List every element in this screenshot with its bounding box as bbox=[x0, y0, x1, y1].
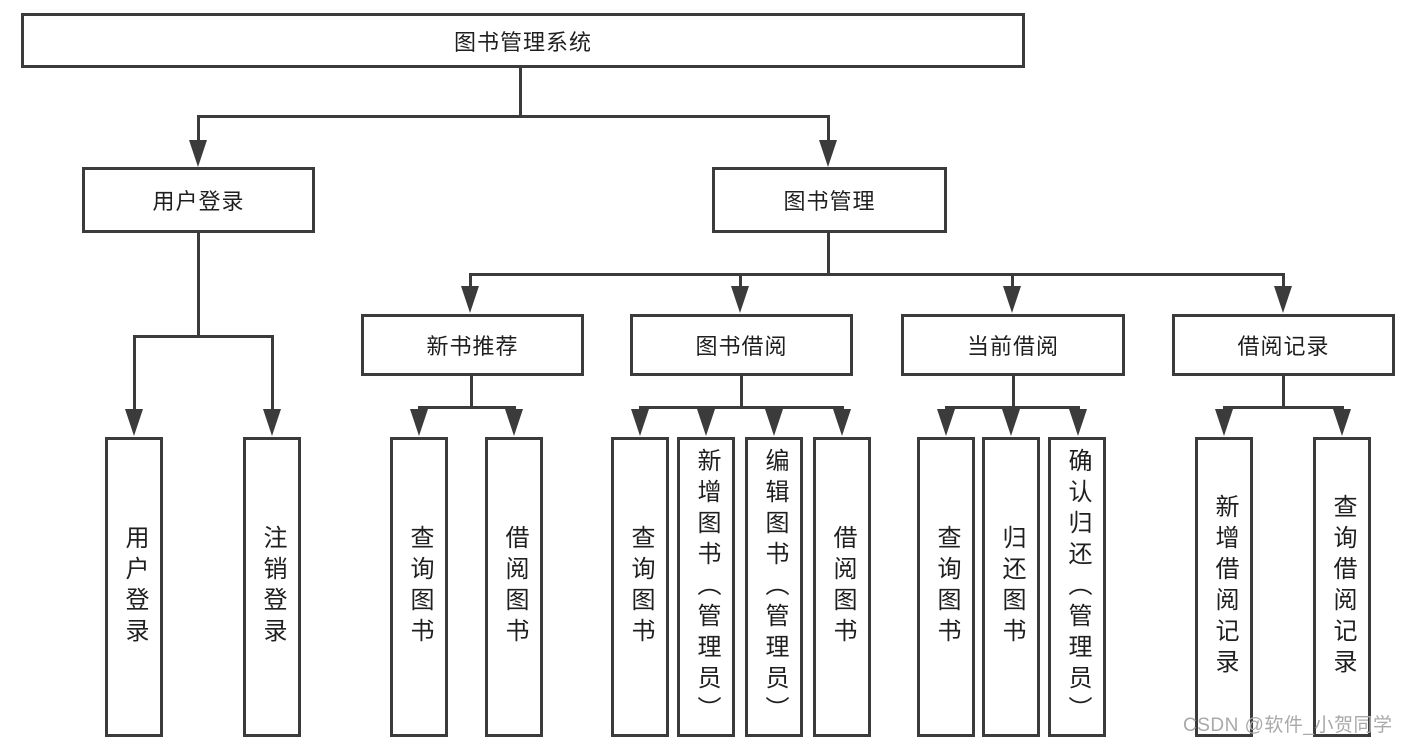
node-current-borrowing: 当前借阅 bbox=[901, 314, 1125, 376]
leaf-edit-books-admin: 编辑图书（管理员） bbox=[745, 437, 803, 737]
node-user-login: 用户登录 bbox=[82, 167, 315, 233]
connector-line bbox=[469, 273, 1285, 276]
leaf-add-borrow-record: 新增借阅记录 bbox=[1195, 437, 1253, 737]
connector-line bbox=[1223, 406, 1344, 409]
connector-line bbox=[197, 233, 200, 338]
connector-line bbox=[469, 273, 472, 289]
leaf-query-borrow-record: 查询借阅记录 bbox=[1313, 437, 1371, 737]
node-label: 借阅记录 bbox=[1237, 334, 1330, 359]
arrowhead-icon bbox=[819, 140, 837, 167]
node-label: 确认归还（管理员） bbox=[1064, 447, 1091, 727]
connector-line bbox=[1012, 376, 1015, 408]
arrowhead-icon bbox=[189, 140, 207, 167]
node-label: 当前借阅 bbox=[966, 334, 1059, 359]
connector-line bbox=[418, 406, 516, 409]
connector-line bbox=[197, 115, 200, 145]
connector-line bbox=[740, 376, 743, 408]
node-book-borrowing: 图书借阅 bbox=[630, 314, 853, 376]
csdn-watermark: CSDN @软件_小贺同学 bbox=[1183, 715, 1393, 736]
connector-line bbox=[1011, 273, 1014, 289]
connector-line bbox=[1282, 273, 1285, 289]
leaf-user-login: 用户登录 bbox=[105, 437, 163, 737]
arrowhead-icon bbox=[1274, 286, 1292, 313]
node-book-management: 图书管理 bbox=[712, 167, 947, 233]
node-label: 图书管理系统 bbox=[453, 29, 592, 55]
node-label: 新书推荐 bbox=[426, 334, 519, 359]
node-label: 归还图书 bbox=[998, 525, 1025, 649]
connector-line bbox=[197, 115, 830, 118]
arrowhead-icon bbox=[765, 409, 783, 436]
arrowhead-icon bbox=[1215, 409, 1233, 436]
connector-line bbox=[133, 335, 136, 413]
leaf-add-books-admin: 新增图书（管理员） bbox=[677, 437, 735, 737]
arrowhead-icon bbox=[697, 409, 715, 436]
connector-line bbox=[639, 406, 844, 409]
arrowhead-icon bbox=[1333, 409, 1351, 436]
arrowhead-icon bbox=[125, 409, 143, 436]
leaf-query-books-current: 查询图书 bbox=[917, 437, 975, 737]
node-label: 查询图书 bbox=[406, 525, 433, 649]
arrowhead-icon bbox=[1002, 409, 1020, 436]
node-library-management-system: 图书管理系统 bbox=[21, 13, 1025, 68]
arrowhead-icon bbox=[410, 409, 428, 436]
arrowhead-icon bbox=[833, 409, 851, 436]
arrowhead-icon bbox=[505, 409, 523, 436]
connector-line bbox=[271, 335, 274, 413]
node-new-book-recommendation: 新书推荐 bbox=[361, 314, 584, 376]
leaf-query-books-recommend: 查询图书 bbox=[390, 437, 448, 737]
node-label: 注销登录 bbox=[259, 525, 286, 649]
node-label: 新增借阅记录 bbox=[1211, 494, 1238, 680]
connector-line bbox=[739, 273, 742, 289]
node-label: 借阅图书 bbox=[829, 525, 856, 649]
node-borrowing-records: 借阅记录 bbox=[1172, 314, 1395, 376]
node-label: 用户登录 bbox=[152, 189, 245, 214]
connector-line bbox=[519, 66, 522, 116]
leaf-logout: 注销登录 bbox=[243, 437, 301, 737]
node-label: 查询图书 bbox=[933, 525, 960, 649]
connector-line bbox=[133, 335, 274, 338]
arrowhead-icon bbox=[631, 409, 649, 436]
node-label: 图书借阅 bbox=[695, 334, 788, 359]
arrowhead-icon bbox=[263, 409, 281, 436]
connector-line bbox=[827, 233, 830, 275]
connector-line bbox=[470, 376, 473, 408]
leaf-query-books-borrowing: 查询图书 bbox=[611, 437, 669, 737]
node-label: 编辑图书（管理员） bbox=[761, 447, 788, 727]
node-label: 新增图书（管理员） bbox=[693, 447, 720, 727]
arrowhead-icon bbox=[937, 409, 955, 436]
arrowhead-icon bbox=[731, 286, 749, 313]
connector-line bbox=[1282, 376, 1285, 408]
node-label: 查询图书 bbox=[627, 525, 654, 649]
arrowhead-icon bbox=[1069, 409, 1087, 436]
leaf-borrow-books: 借阅图书 bbox=[813, 437, 871, 737]
node-label: 图书管理 bbox=[783, 189, 876, 214]
leaf-borrow-books-recommend: 借阅图书 bbox=[485, 437, 543, 737]
connector-line bbox=[827, 115, 830, 145]
leaf-confirm-return-admin: 确认归还（管理员） bbox=[1048, 437, 1106, 737]
arrowhead-icon bbox=[1003, 286, 1021, 313]
node-label: 查询借阅记录 bbox=[1329, 494, 1356, 680]
arrowhead-icon bbox=[461, 286, 479, 313]
connector-line bbox=[945, 406, 1080, 409]
leaf-return-books: 归还图书 bbox=[982, 437, 1040, 737]
node-label: 用户登录 bbox=[121, 525, 148, 649]
node-label: 借阅图书 bbox=[501, 525, 528, 649]
